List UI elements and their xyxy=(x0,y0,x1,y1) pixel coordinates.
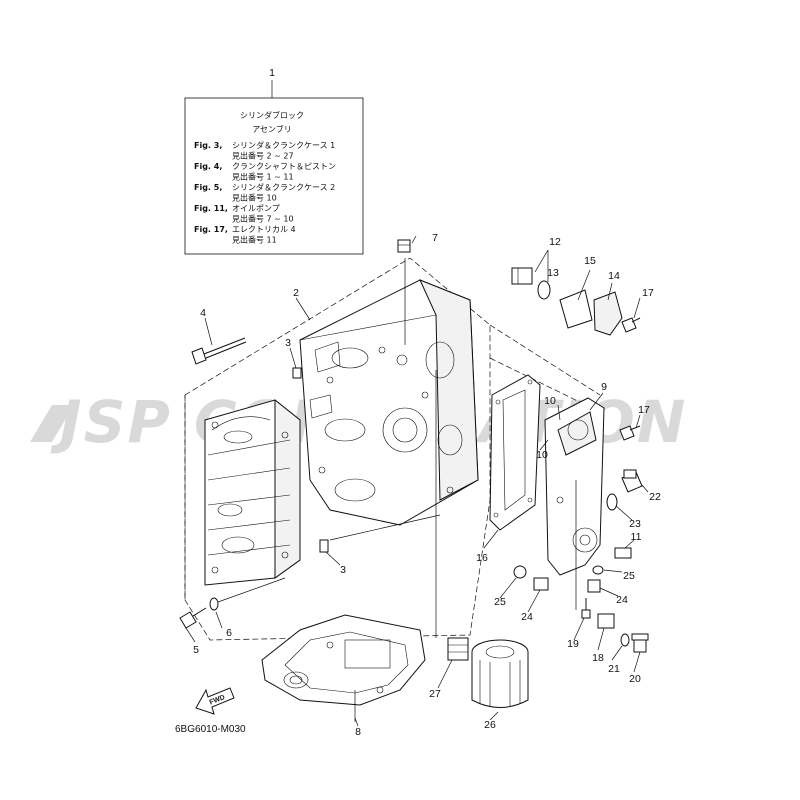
callout-15: 15 xyxy=(584,255,596,267)
washer-25b xyxy=(592,565,604,575)
cylinder-block xyxy=(299,258,479,526)
callout-25b: 25 xyxy=(623,570,635,582)
legend-fig-ref: Fig. 11, xyxy=(194,204,228,213)
fitting-12 xyxy=(511,267,533,285)
valve-11 xyxy=(614,547,632,559)
cover-plate-8 xyxy=(261,614,426,722)
cylinder-head xyxy=(204,398,301,586)
legend-line: クランクシャフト＆ピストン xyxy=(232,162,336,171)
legend-line: 見出番号 2 ~ 27 xyxy=(232,151,294,161)
legend-line: エレクトリカル 4 xyxy=(232,225,296,234)
legend-line: 見出番号 11 xyxy=(232,235,277,245)
callout-14: 14 xyxy=(608,270,620,282)
callout-22: 22 xyxy=(649,491,661,503)
bolt-17b xyxy=(619,425,641,441)
callout-20: 20 xyxy=(629,673,641,685)
spacer-18 xyxy=(597,613,615,629)
callout-10b: 10 xyxy=(536,449,548,461)
callout-26: 26 xyxy=(484,719,496,731)
callout-27: 27 xyxy=(429,688,441,700)
callout-25a: 25 xyxy=(494,596,506,608)
callout-13: 13 xyxy=(547,267,559,279)
plug-24b xyxy=(587,579,601,593)
callout-24b: 24 xyxy=(616,594,628,606)
oring-13 xyxy=(537,280,551,300)
fitting-27 xyxy=(435,370,469,661)
callout-19: 19 xyxy=(567,638,579,650)
legend-fig-ref: Fig. 3, xyxy=(194,141,222,150)
oring-21 xyxy=(620,633,630,647)
bolt-5 xyxy=(179,607,207,629)
callout-2: 2 xyxy=(293,287,299,299)
callout-1: 1 xyxy=(269,67,275,79)
legend-line: 見出番号 10 xyxy=(232,193,277,203)
gasket-15 xyxy=(559,289,593,329)
assembly-boundary xyxy=(184,257,491,641)
legend-fig-ref: Fig. 4, xyxy=(194,162,222,171)
bolt-4 xyxy=(191,337,247,365)
callout-10a: 10 xyxy=(544,395,556,407)
callout-18: 18 xyxy=(592,652,604,664)
legend-title-2: アセンブリ xyxy=(252,124,292,134)
callout-23: 23 xyxy=(629,518,641,530)
fwd-arrow-icon: FWD xyxy=(195,687,235,715)
callout-9: 9 xyxy=(601,381,607,393)
legend-box: 1 シリンダブロック アセンブリ Fig. 3,シリンダ＆クランクケース 1見出… xyxy=(184,67,364,255)
legend-line: 見出番号 1 ~ 11 xyxy=(232,172,294,182)
plug-20 xyxy=(631,633,649,653)
callout-numbers: 2 3 3 4 5 6 7 8 9 10 10 11 12 13 14 15 1… xyxy=(193,232,661,738)
legend-title-1: シリンダブロック xyxy=(240,110,304,120)
legend-line: シリンダ＆クランクケース 2 xyxy=(232,182,335,192)
callout-5: 5 xyxy=(193,644,199,656)
gasket-16 xyxy=(489,374,541,531)
legend-line: シリンダ＆クランクケース 1 xyxy=(232,140,335,150)
housing-14 xyxy=(593,291,623,336)
callout-17b: 17 xyxy=(638,404,650,416)
leader-lines xyxy=(185,235,649,727)
bolt-17a xyxy=(621,317,641,333)
callout-3b: 3 xyxy=(340,564,346,576)
bolt-19 xyxy=(581,598,591,619)
callout-8: 8 xyxy=(355,726,361,738)
callout-12: 12 xyxy=(549,236,561,248)
cover-9 xyxy=(544,397,605,576)
oring-23 xyxy=(606,493,618,511)
callout-7: 7 xyxy=(432,232,438,244)
callout-21: 21 xyxy=(608,663,620,675)
diagram-code: 6BG6010-M030 xyxy=(175,724,246,735)
legend-line: 見出番号 7 ~ 10 xyxy=(232,214,294,224)
dowel-3b xyxy=(319,539,329,553)
callout-17a: 17 xyxy=(642,287,654,299)
washer-25a xyxy=(513,565,527,579)
callout-11: 11 xyxy=(631,531,642,543)
legend-line: オイルポンプ xyxy=(232,204,280,213)
oil-filter-26 xyxy=(471,639,529,708)
callout-4: 4 xyxy=(200,307,206,319)
callout-6: 6 xyxy=(226,627,232,639)
legend-fig-ref: Fig. 17, xyxy=(194,225,228,234)
callout-3a: 3 xyxy=(285,337,291,349)
dowel-3a xyxy=(292,367,302,379)
legend-fig-ref: Fig. 5, xyxy=(194,183,222,192)
plug-7 xyxy=(397,239,411,253)
plug-22 xyxy=(621,469,643,493)
callout-16: 16 xyxy=(476,552,488,564)
callout-24a: 24 xyxy=(521,611,533,623)
plug-24a xyxy=(533,577,549,591)
washer-6 xyxy=(209,597,219,611)
